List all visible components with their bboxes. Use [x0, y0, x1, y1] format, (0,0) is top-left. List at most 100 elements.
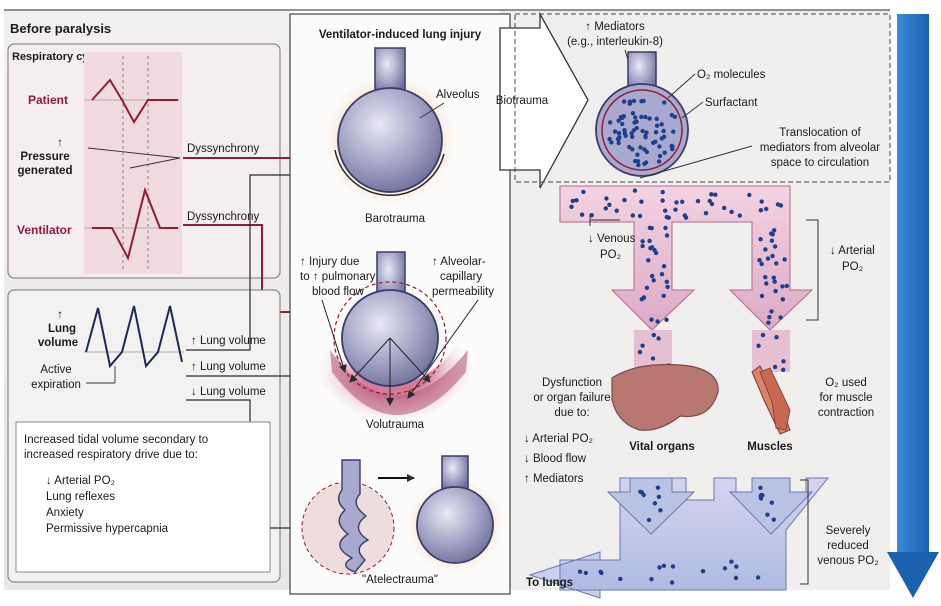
ventilator-label: Ventilator	[17, 223, 72, 237]
venous-line-2: PO₂	[600, 249, 621, 261]
active-label: Active	[40, 364, 71, 376]
flow-dot	[773, 289, 777, 293]
o2-dot	[635, 153, 639, 157]
volume-label: volume	[38, 337, 78, 349]
o2-dot	[657, 144, 661, 148]
drive-item-anxiety: Anxiety	[46, 507, 84, 519]
o2-dot	[642, 147, 646, 151]
flow-dot	[652, 278, 656, 282]
surfactant-label: Surfactant	[705, 97, 758, 109]
dysfunction-line-3: due to:	[554, 407, 589, 419]
biotrauma-label: Biotrauma	[496, 95, 549, 107]
o2-dot	[628, 99, 632, 103]
atelectrauma-label: "Atelectrauma"	[362, 574, 438, 586]
severely-line-3: venous PO₂	[817, 555, 878, 567]
flow-dot	[664, 318, 668, 322]
flow-dot	[647, 518, 651, 522]
flow-dot	[646, 258, 650, 262]
vili-title: Ventilator-induced lung injury	[319, 29, 482, 41]
o2-dot	[638, 145, 642, 149]
translocation-line-1: Translocation of	[779, 127, 861, 139]
flow-dot	[571, 199, 575, 203]
flow-dot	[657, 495, 661, 499]
flow-dot	[767, 315, 771, 319]
drive-item-hypercapnia: Permissive hypercapnia	[46, 523, 169, 535]
flow-dot	[665, 280, 669, 284]
flow-dot	[642, 295, 646, 299]
flow-dot	[649, 317, 653, 321]
o2-dot	[655, 117, 659, 121]
flow-dot	[673, 208, 677, 212]
flow-dot	[578, 570, 582, 574]
flow-dot	[640, 344, 644, 348]
flow-dot	[785, 284, 789, 288]
flow-dot	[622, 198, 626, 202]
flow-dot	[649, 577, 653, 581]
flow-dot	[761, 333, 765, 337]
flow-dot	[658, 508, 662, 512]
drive-line-1: Increased tidal volume secondary to	[24, 434, 208, 446]
o2-dot	[639, 99, 643, 103]
flow-dot	[734, 564, 738, 568]
flow-dot	[781, 368, 785, 372]
flow-dot	[650, 274, 654, 278]
generated-label: generated	[18, 165, 73, 177]
flow-dot	[662, 564, 666, 568]
flow-dot	[674, 200, 678, 204]
o2-dot	[633, 115, 637, 119]
flow-dot	[656, 486, 660, 490]
o2-dot	[632, 99, 636, 103]
flow-dot	[738, 213, 742, 217]
flow-dot	[709, 192, 713, 196]
injury-line-1: ↑ Injury due	[300, 256, 359, 268]
flow-dot	[584, 571, 588, 575]
flow-dot	[759, 496, 763, 500]
o2-dot	[620, 122, 624, 126]
flow-dot	[765, 513, 769, 517]
dyssynchrony-label-2: Dyssynchrony	[187, 211, 259, 223]
flow-dot	[638, 214, 642, 218]
lung-volume-arrow: ↑	[57, 309, 63, 321]
flow-dot	[773, 244, 777, 248]
expiration-label: expiration	[31, 379, 81, 391]
flow-dot	[769, 309, 773, 313]
flow-dot	[640, 239, 644, 243]
flow-dot	[764, 281, 768, 285]
flow-dot	[766, 321, 770, 325]
perm-line-1: ↑ Alveolar-	[432, 256, 486, 268]
flow-dot	[701, 569, 705, 573]
patient-label: Patient	[28, 93, 68, 107]
flow-dot	[598, 570, 602, 574]
flow-dot	[663, 226, 667, 230]
flow-dot	[663, 209, 667, 213]
flow-dot	[747, 193, 751, 197]
o2-dot	[644, 160, 648, 164]
down-lung-volume: ↓ Lung volume	[191, 386, 266, 398]
flow-dot	[771, 232, 775, 236]
translocation-line-3: space to circulation	[771, 157, 869, 169]
flow-dot	[734, 576, 738, 580]
injury-line-3: blood flow	[312, 286, 364, 298]
drive-item-arterial: ↓ Arterial PO₂	[46, 475, 115, 487]
flow-dot	[574, 198, 578, 202]
injury-line-2: to ↑ pulmonary	[300, 271, 376, 283]
muscles-label: Muscles	[747, 441, 792, 453]
flow-dot	[774, 261, 778, 265]
dysfunction-item-mediators: ↑ Mediators	[524, 473, 584, 485]
arterial-line-2: PO₂	[842, 261, 863, 273]
o2-dot	[607, 137, 611, 141]
up-lung-volume-1: ↑ Lung volume	[191, 335, 266, 347]
flow-dot	[650, 226, 654, 230]
flow-dot	[618, 577, 622, 581]
o2-dot	[643, 115, 647, 119]
flow-dot	[631, 213, 635, 217]
flow-dot	[773, 365, 777, 369]
volutrauma-label: Volutrauma	[366, 419, 425, 431]
flow-dot	[780, 284, 784, 288]
flow-dot	[662, 264, 666, 268]
mediators-line-1: ↑ Mediators	[585, 21, 645, 33]
flow-dot	[770, 239, 774, 243]
flow-dot	[639, 200, 643, 204]
flow-dot	[708, 199, 712, 203]
